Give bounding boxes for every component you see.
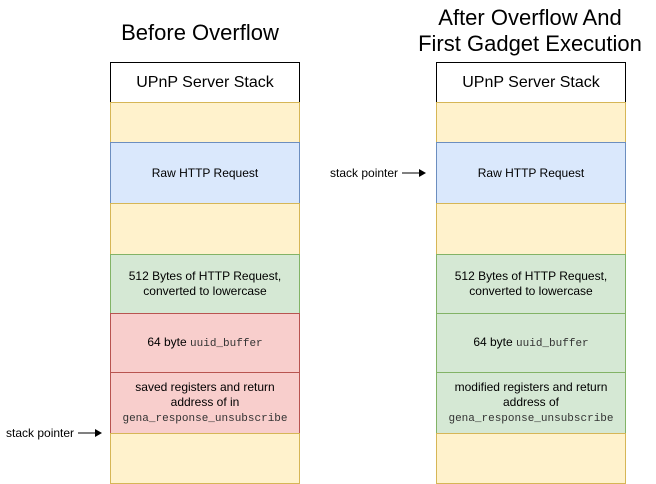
left-stack-yellow-3 <box>110 433 300 484</box>
right-lowercase-request: 512 Bytes of HTTP Request, converted to … <box>436 254 626 314</box>
left-stack-yellow-1 <box>110 102 300 143</box>
right-uuid-buffer: 64 byte uuid_buffer <box>436 313 626 373</box>
right-stack-header: UPnP Server Stack <box>436 62 626 103</box>
right-stack-pointer: stack pointer <box>330 166 427 180</box>
left-title: Before Overflow <box>121 20 279 45</box>
left-stack-header: UPnP Server Stack <box>110 62 300 103</box>
left-lowercase-request: 512 Bytes of HTTP Request, converted to … <box>110 254 300 314</box>
left-stack-yellow-2 <box>110 203 300 255</box>
right-modified-registers: modified registers and return address of… <box>436 372 626 434</box>
arrow-right-icon <box>402 169 427 177</box>
right-stack-yellow-1 <box>436 102 626 143</box>
right-stack-yellow-3 <box>436 433 626 484</box>
right-title: After Overflow And First Gadget Executio… <box>418 5 642 56</box>
left-raw-http-request: Raw HTTP Request <box>110 142 300 204</box>
right-raw-http-request: Raw HTTP Request <box>436 142 626 204</box>
left-saved-registers: saved registers and return address of in… <box>110 372 300 434</box>
left-stack-pointer: stack pointer <box>6 426 103 440</box>
arrow-right-icon <box>78 429 103 437</box>
left-uuid-buffer: 64 byte uuid_buffer <box>110 313 300 373</box>
right-stack-yellow-2 <box>436 203 626 255</box>
